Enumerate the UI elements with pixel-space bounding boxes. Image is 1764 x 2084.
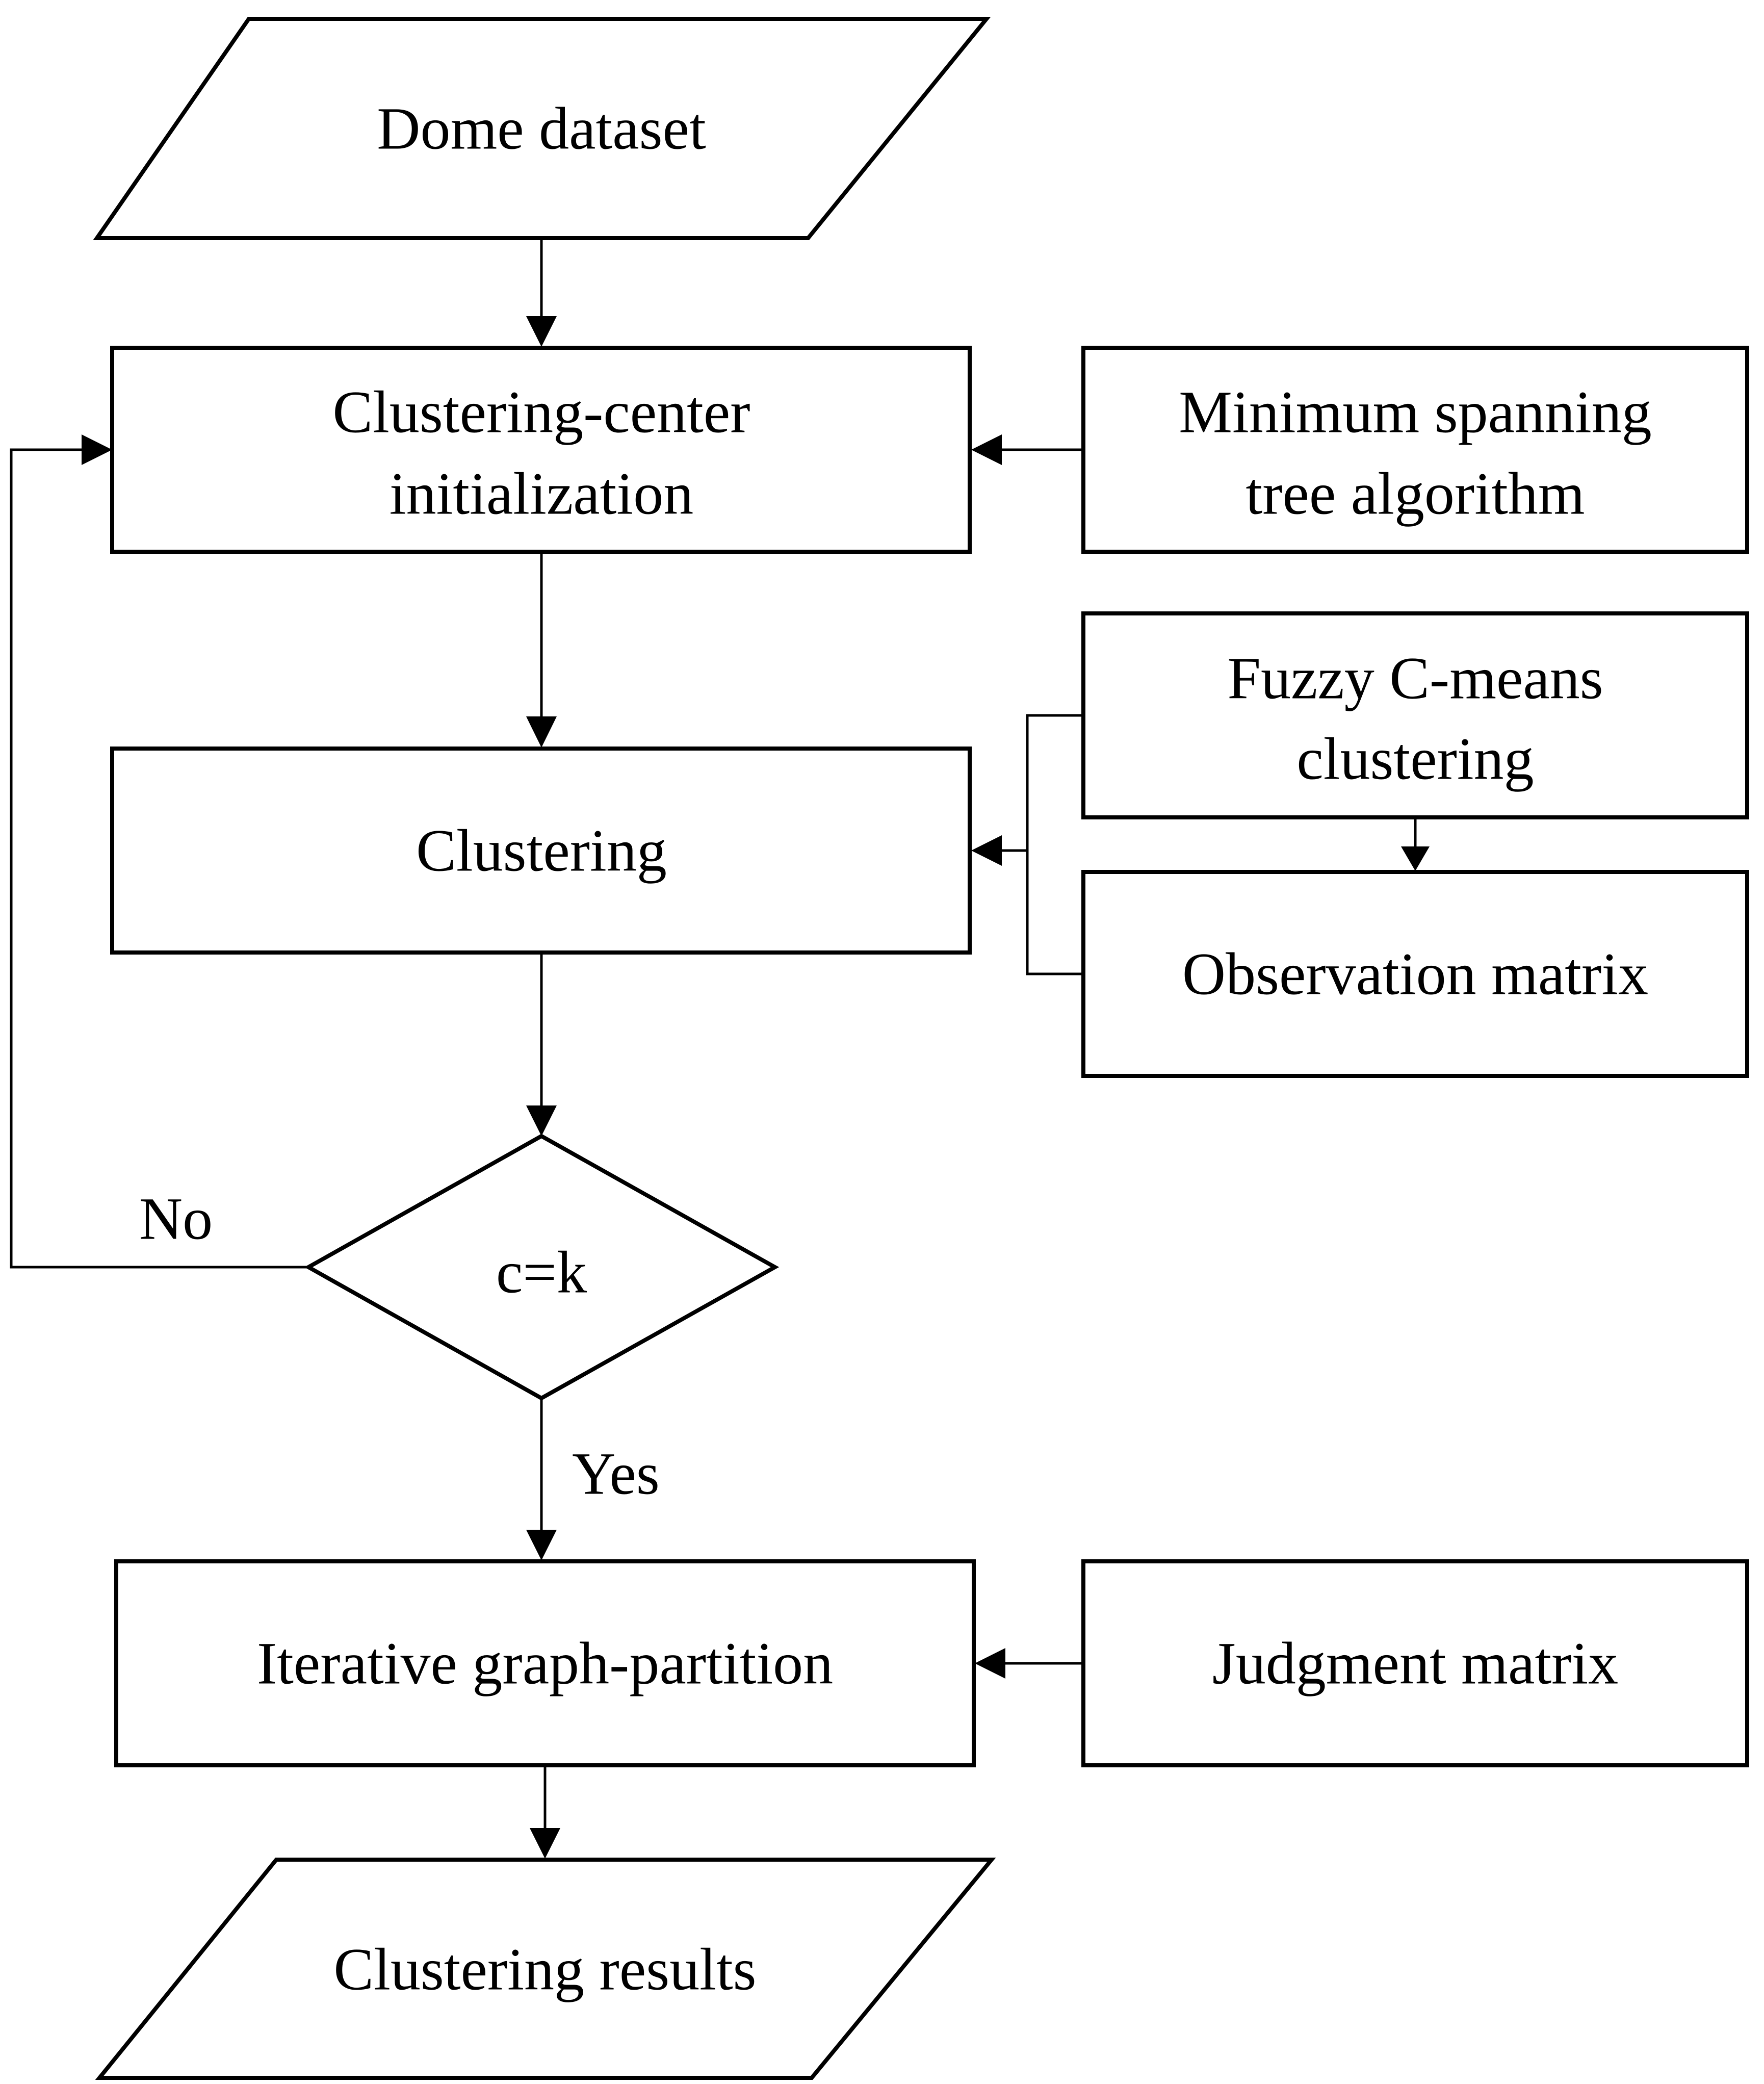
judgment-node	[1081, 1559, 1749, 1767]
arrowhead-down	[526, 716, 557, 748]
dome-dataset-node	[93, 17, 991, 240]
arrowhead-down	[526, 1105, 557, 1136]
clustering-label: Clustering	[416, 817, 667, 884]
edge-fcm-observation-bracket	[1026, 714, 1083, 975]
results-node	[95, 1858, 996, 2080]
dome-dataset-label: Dome dataset	[377, 95, 706, 162]
arrowhead-down	[526, 1530, 557, 1560]
center-init-label: Clustering-center	[332, 379, 750, 446]
arrowhead-down	[530, 1828, 560, 1859]
center-init-node	[110, 346, 972, 554]
arrowhead-down	[1401, 846, 1430, 871]
no-edge-label: No	[139, 1186, 213, 1252]
yes-edge-label: Yes	[572, 1440, 660, 1507]
edge-decision-no-loop	[10, 448, 308, 1269]
judgment-label: Judgment matrix	[1212, 1630, 1618, 1697]
fcm-node	[1081, 611, 1749, 819]
fcm-label: clustering	[1296, 726, 1534, 792]
observation-label: Observation matrix	[1182, 941, 1648, 1008]
arrowhead-down	[526, 316, 557, 347]
mst-label: tree algorithm	[1246, 460, 1585, 527]
arrowhead-left	[971, 434, 1002, 465]
decision-label: c=k	[496, 1239, 587, 1306]
clustering-node	[110, 747, 972, 955]
arrowhead-left	[975, 1648, 1005, 1679]
results-label: Clustering results	[333, 1936, 756, 2003]
fcm-label: Fuzzy C-means	[1227, 645, 1603, 712]
iterative-label: Iterative graph-partition	[257, 1630, 833, 1697]
arrowhead-left	[971, 835, 1002, 866]
arrowhead-right	[82, 434, 112, 465]
mst-label: Minimum spanning	[1179, 379, 1652, 446]
center-init-label: initialization	[390, 460, 693, 527]
